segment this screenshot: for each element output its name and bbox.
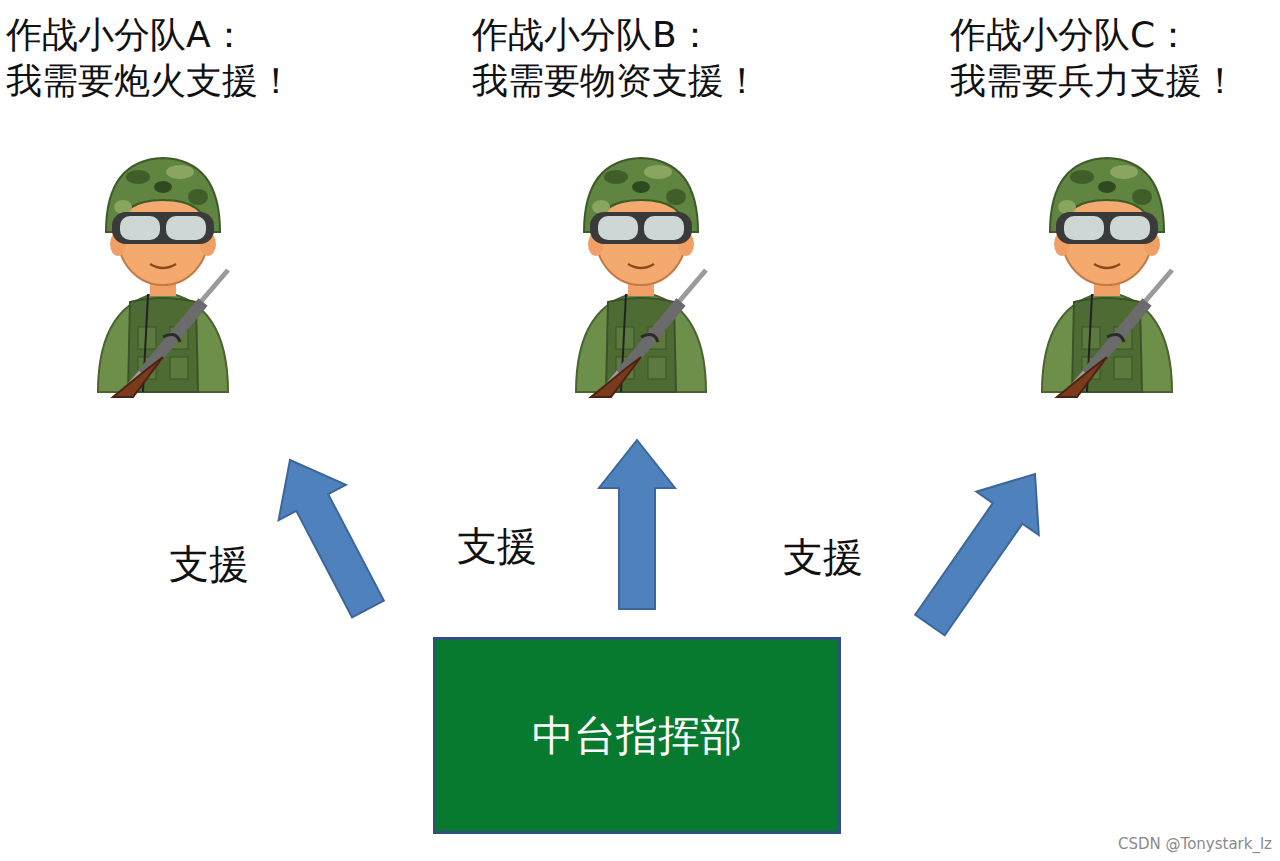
squad-node: 作战小分队B：我需要物资支援！ bbox=[466, 12, 806, 402]
soldier-figure bbox=[1032, 152, 1182, 402]
squad-request: 我需要物资支援！ bbox=[466, 58, 806, 104]
squad-name: 作战小分队B： bbox=[466, 12, 806, 58]
box-label: 中台指挥部 bbox=[532, 708, 742, 764]
arrow-label: 支援 bbox=[453, 519, 541, 574]
support-arrow bbox=[279, 460, 384, 617]
support-arrow bbox=[915, 474, 1039, 635]
command-box: 中台指挥部 bbox=[433, 637, 841, 834]
squad-node: 作战小分队C：我需要兵力支援！ bbox=[944, 12, 1274, 402]
soldier-figure bbox=[88, 152, 238, 402]
watermark: CSDN @Tonystark_lz bbox=[1118, 835, 1272, 853]
squad-request: 我需要炮火支援！ bbox=[0, 58, 340, 104]
squad-request: 我需要兵力支援！ bbox=[944, 58, 1274, 104]
squad-name: 作战小分队C： bbox=[944, 12, 1274, 58]
support-arrow bbox=[599, 440, 675, 609]
arrow-label: 支援 bbox=[165, 537, 253, 592]
squad-name: 作战小分队A： bbox=[0, 12, 340, 58]
soldier-figure bbox=[566, 152, 716, 402]
arrow-label: 支援 bbox=[779, 530, 867, 585]
squad-node: 作战小分队A：我需要炮火支援！ bbox=[0, 12, 340, 402]
